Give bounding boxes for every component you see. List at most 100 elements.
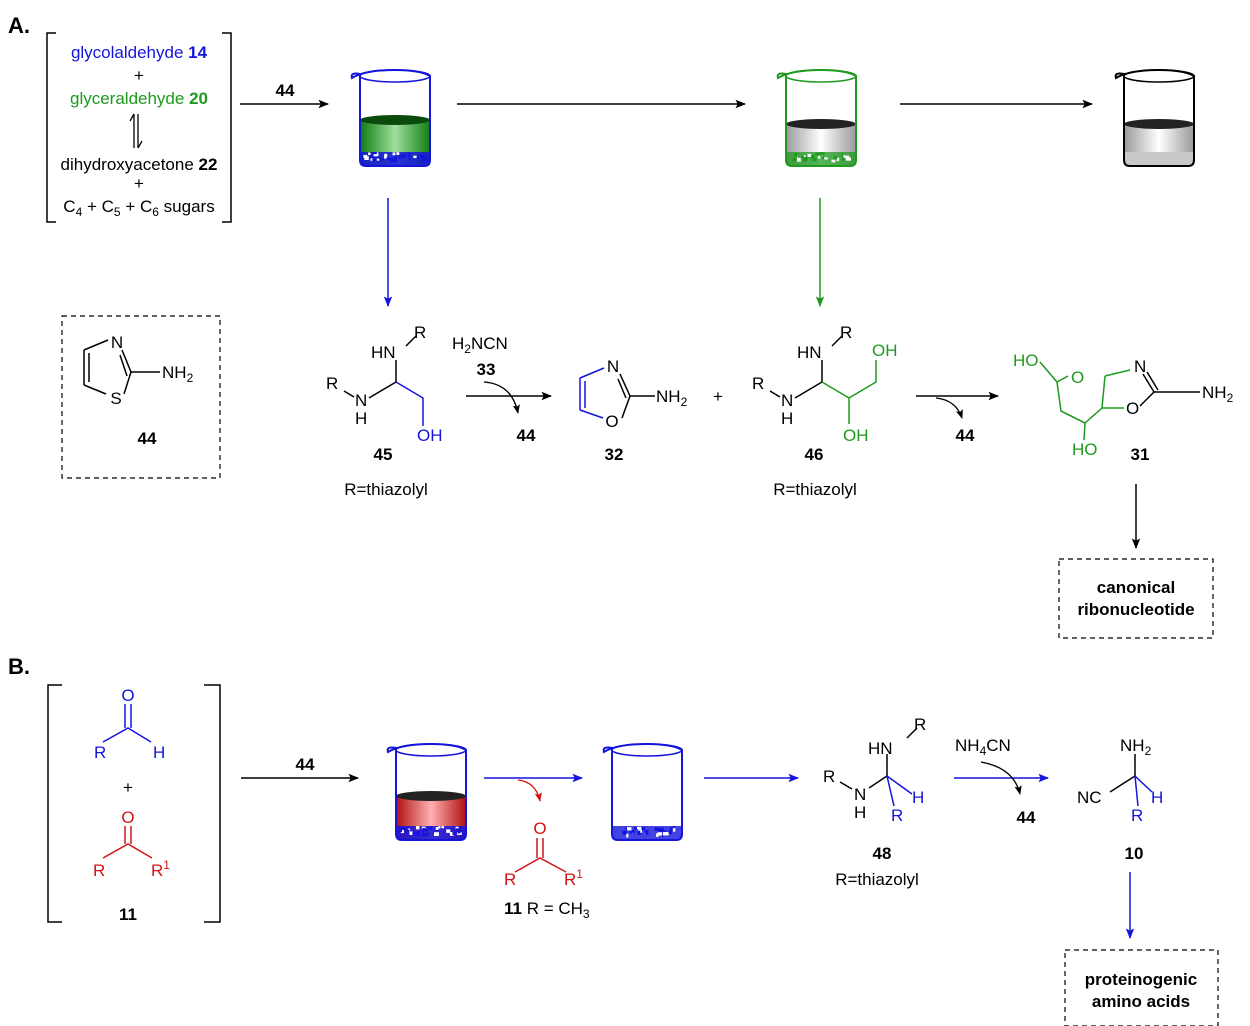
precipitate-particle [815, 152, 821, 156]
plus-sign: + [713, 387, 723, 406]
c48-n: N [854, 785, 866, 804]
c46-note: R=thiazolyl [773, 480, 857, 499]
reagent-label: 44 [296, 755, 315, 774]
precipitate-particle [457, 832, 462, 835]
amino-acids-line2: amino acids [1092, 992, 1190, 1011]
byproduct-44: 44 [1017, 808, 1036, 827]
compound-number: 10 [1125, 844, 1144, 863]
compound-10-blue-bonds [1134, 775, 1153, 807]
thiazole-structure [83, 339, 160, 395]
precipitate-particle [413, 831, 418, 835]
precipitate-particle [452, 831, 456, 835]
beaker-green-white [776, 68, 857, 167]
c46-oh1: OH [872, 341, 898, 360]
precipitate-particle [622, 830, 627, 835]
precipitate-particle [438, 826, 441, 829]
precipitate-particle [627, 827, 632, 831]
beaker-red [386, 742, 467, 841]
precipitate-particle [386, 157, 391, 160]
compound-10-structure [1109, 754, 1136, 793]
precipitate-particle [831, 159, 836, 163]
precipitate-particle [629, 831, 632, 834]
compound-number: 33 [477, 360, 496, 379]
c10-r: R [1131, 806, 1143, 825]
ket2-note: 11 R = CH3 [504, 899, 590, 921]
ribonucleotide-line2: ribonucleotide [1077, 600, 1194, 619]
ribonucleotide-box [1058, 558, 1214, 639]
precipitate-particle [422, 828, 426, 832]
precipitate-particle [657, 832, 662, 836]
c31-ho2: HO [1072, 440, 1098, 459]
precipitate-particle [807, 153, 812, 157]
dihydroxyacetone-label: dihydroxyacetone 22 [61, 155, 218, 174]
c46-oh2: OH [843, 426, 869, 445]
c45-r-left: R [326, 374, 338, 393]
c31-o2: O [1126, 399, 1139, 418]
c10-h: H [1151, 788, 1163, 807]
beaker-blue-empty [602, 742, 683, 841]
compound-46-structure [769, 335, 843, 399]
precipitate-particle [446, 829, 451, 833]
precipitate-particle [449, 832, 454, 836]
precipitate-particle [801, 156, 804, 159]
c46-r-top: R [840, 323, 852, 342]
precipitate-particle [672, 826, 676, 830]
compound-32-structure [579, 367, 605, 419]
beaker-blue-green [350, 68, 431, 167]
precipitate-particle [392, 159, 397, 163]
precipitate-particle [392, 152, 396, 156]
byproduct-curve [517, 779, 542, 802]
byproduct-44: 44 [956, 426, 975, 445]
precipitate-particle [421, 159, 426, 163]
amino-acids-box [1064, 949, 1219, 1026]
reagent-nh4cn: NH4CN [955, 736, 1011, 758]
c31-ho1: HO [1013, 351, 1039, 370]
glyceraldehyde-label: glyceraldehyde 20 [70, 89, 208, 108]
precipitate-particle [376, 158, 380, 161]
thiazole-box [61, 315, 221, 479]
thiazole-nh2: NH2 [162, 363, 194, 385]
ket-r: R [93, 861, 105, 880]
compound-46-green-bonds [821, 360, 877, 424]
precipitate-particle [422, 832, 425, 836]
precipitate-particle [372, 152, 377, 155]
thiazole-s: S [110, 389, 121, 408]
precipitate-particle [821, 152, 825, 155]
ketone-structure [102, 826, 153, 859]
compound-number: 31 [1131, 445, 1150, 464]
c45-hn: HN [371, 343, 396, 362]
c31-n: N [1134, 357, 1146, 376]
ket2-r1: R1 [564, 867, 583, 889]
compound-48-blue-bonds [886, 775, 913, 807]
c32-n: N [607, 357, 619, 376]
precipitate-particle [368, 152, 371, 156]
precipitate-particle [409, 831, 413, 835]
precipitate-particle [416, 833, 421, 836]
precipitate-particle [423, 828, 429, 832]
beaker-black [1114, 68, 1195, 167]
precipitate-particle [655, 833, 659, 837]
precipitate-particle [797, 157, 801, 162]
precipitate-particle [394, 155, 398, 160]
sugars-label: C4 + C5 + C6 sugars [63, 197, 214, 219]
panel-b-label: B. [8, 654, 30, 679]
compound-32-bonds [617, 373, 655, 419]
precipitate-particle [417, 830, 420, 835]
precipitate-particle [633, 830, 636, 834]
precipitate-particle [456, 828, 461, 832]
precipitate-particle [810, 154, 815, 159]
precipitate-particle [390, 157, 394, 162]
byproduct-44: 44 [517, 426, 536, 445]
precipitate-particle [441, 826, 445, 829]
precipitate-particle [842, 156, 845, 159]
precipitate-particle [377, 156, 380, 159]
precipitate-particle [399, 828, 402, 833]
precipitate-particle [457, 831, 461, 834]
precipitate-particle [844, 155, 850, 159]
ald-r: R [94, 743, 106, 762]
compound-number: 32 [605, 445, 624, 464]
compound-31-oxazoline-bonds [1139, 371, 1200, 407]
precipitate-particle [842, 154, 845, 158]
aldehyde-structure [102, 704, 152, 743]
